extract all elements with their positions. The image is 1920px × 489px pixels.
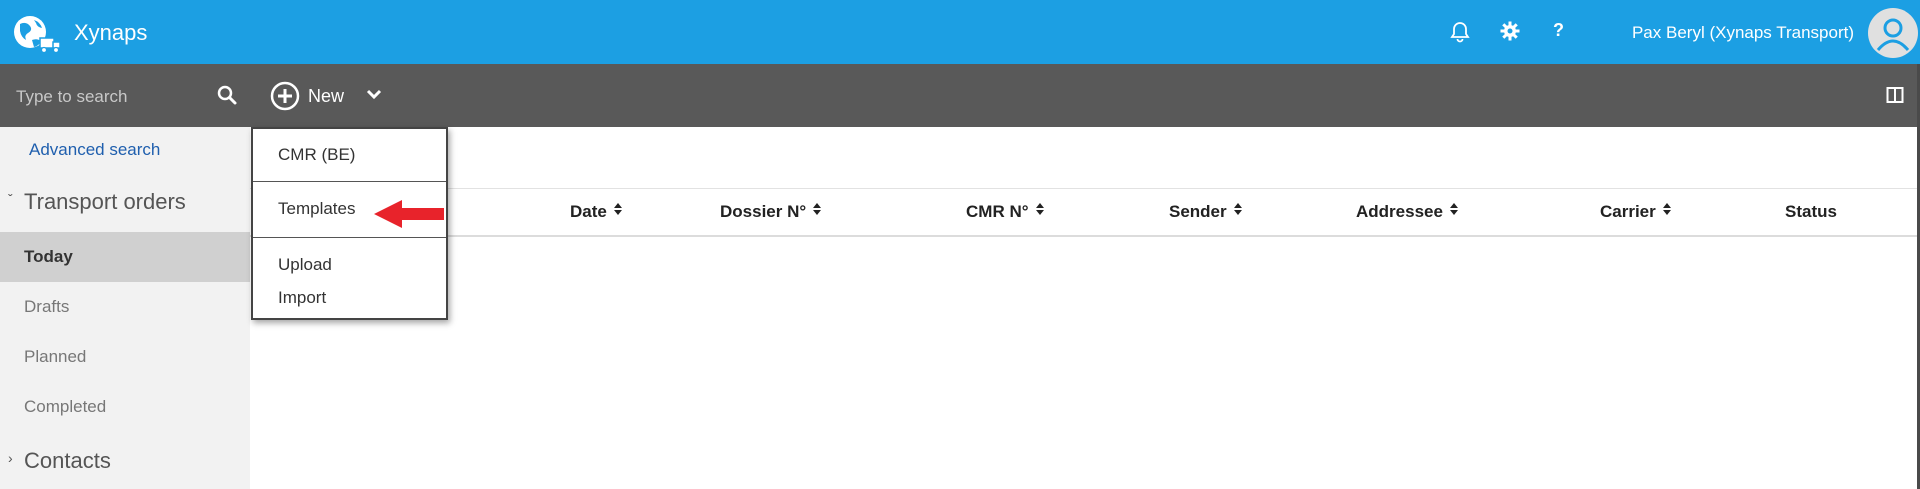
advanced-search-link[interactable]: Advanced search <box>29 140 161 159</box>
sort-icon <box>1233 203 1242 215</box>
bell-icon[interactable] <box>1450 21 1470 43</box>
menu-item-templates[interactable]: Templates <box>278 199 356 218</box>
menu-divider <box>253 237 446 238</box>
user-name[interactable]: Pax Beryl (Xynaps Transport) <box>1631 23 1854 42</box>
column-header-sender[interactable]: Sender <box>1169 202 1243 222</box>
section-label: Transport orders <box>24 189 186 214</box>
filter-bar <box>250 127 1920 189</box>
column-header-status[interactable]: Status <box>1785 202 1837 222</box>
menu-divider <box>253 181 446 182</box>
new-button-label: New <box>308 85 345 106</box>
new-dropdown-menu: CMR (BE) Templates Upload Import <box>251 127 448 320</box>
panel-toggle-icon[interactable] <box>1886 86 1904 104</box>
logo-icon <box>14 16 61 54</box>
column-header-carrier[interactable]: Carrier <box>1600 202 1672 222</box>
column-label: Dossier N° <box>720 202 807 221</box>
column-header-addressee[interactable]: Addressee <box>1356 202 1459 222</box>
menu-item-upload[interactable]: Upload <box>278 255 332 274</box>
sort-icon <box>613 203 622 215</box>
column-label: Addressee <box>1356 202 1443 221</box>
column-label: Carrier <box>1600 202 1656 221</box>
search-icon[interactable] <box>216 84 238 106</box>
section-contacts[interactable]: › Contacts <box>8 448 111 474</box>
sidebar-item-completed[interactable]: Completed <box>24 397 107 416</box>
sort-icon <box>1035 203 1044 215</box>
section-transport-orders[interactable]: ˇ Transport orders <box>8 189 186 215</box>
table-header: Date Dossier N° CMR N° Sender Addressee … <box>250 189 1920 237</box>
sort-icon <box>1449 203 1458 215</box>
sort-icon <box>1662 203 1671 215</box>
sidebar-item-today[interactable]: Today <box>0 232 250 282</box>
avatar[interactable] <box>1868 8 1918 58</box>
top-bar: Xynaps ? Pax Beryl (Xynaps Transport) <box>0 0 1920 64</box>
column-header-dossier[interactable]: Dossier N° <box>720 202 822 222</box>
toolbar: New <box>250 64 1920 127</box>
column-header-date[interactable]: Date <box>570 202 623 222</box>
user-avatar-icon <box>1876 18 1910 51</box>
column-label: CMR N° <box>966 202 1029 221</box>
search-box <box>0 64 250 127</box>
new-button[interactable]: New <box>270 81 345 111</box>
chevron-down-icon: ˇ <box>8 191 13 207</box>
column-label: Status <box>1785 202 1837 221</box>
chevron-right-icon: › <box>8 450 13 466</box>
section-label: Contacts <box>24 448 111 473</box>
window-edge <box>1917 64 1920 489</box>
plus-circle-icon <box>270 81 300 111</box>
column-header-cmr[interactable]: CMR N° <box>966 202 1045 222</box>
menu-item-import[interactable]: Import <box>278 288 327 307</box>
menu-item-cmr-be[interactable]: CMR (BE) <box>278 145 356 164</box>
app-title: Xynaps <box>74 20 148 45</box>
column-label: Date <box>570 202 607 221</box>
sidebar-item-planned[interactable]: Planned <box>24 347 87 366</box>
help-icon[interactable]: ? <box>1553 20 1564 40</box>
search-input[interactable] <box>14 84 208 110</box>
gear-icon[interactable] <box>1500 21 1520 41</box>
sidebar-item-drafts[interactable]: Drafts <box>24 297 70 316</box>
red-arrow-annotation <box>374 200 444 228</box>
column-label: Sender <box>1169 202 1227 221</box>
sort-icon <box>813 203 822 215</box>
chevron-down-icon[interactable] <box>365 88 383 102</box>
